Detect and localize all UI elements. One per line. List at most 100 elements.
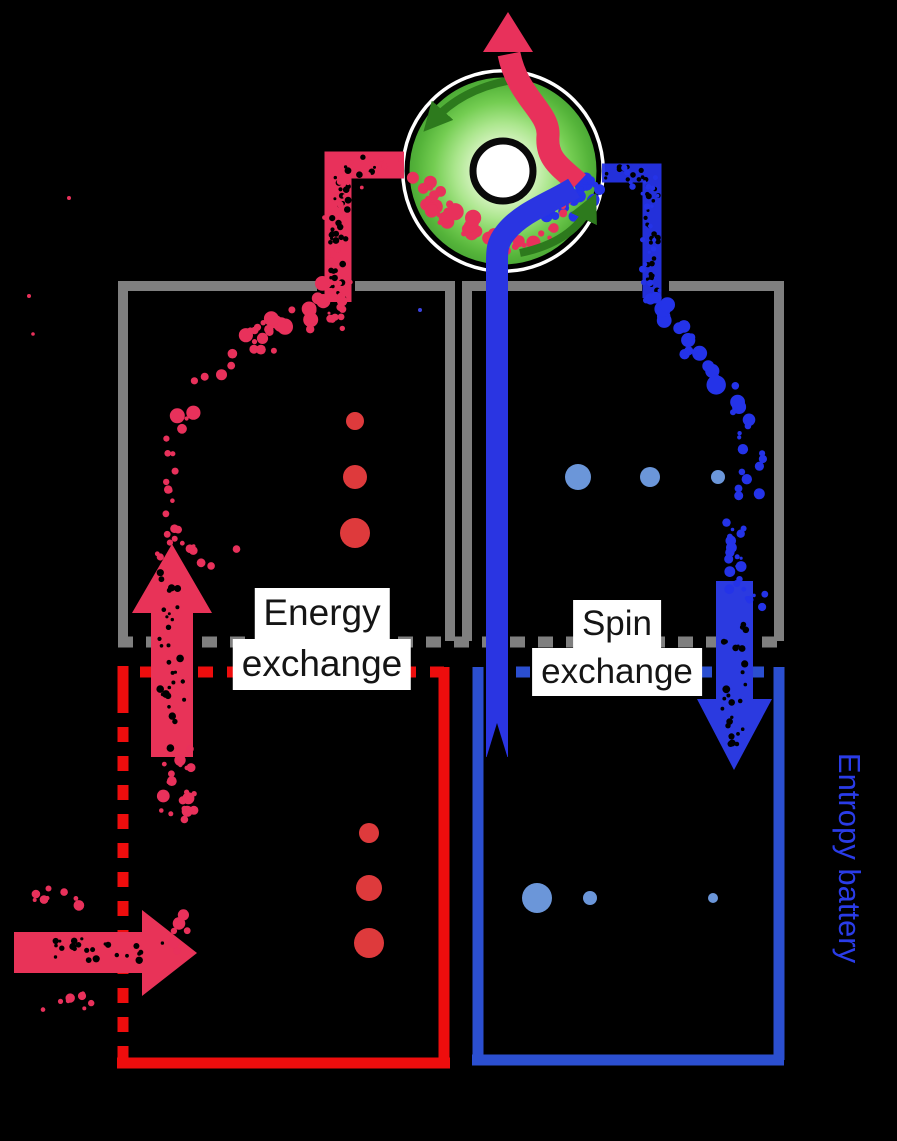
- hot-particle: [327, 251, 331, 256]
- hot-particle: [57, 998, 64, 1005]
- hot-particle: [424, 204, 439, 218]
- hot-particle: [436, 212, 442, 218]
- speckle: [328, 240, 333, 245]
- cold-particle-pipe: [602, 163, 662, 298]
- cold-particle: [742, 413, 756, 427]
- energy-gradient-dot: [346, 412, 364, 430]
- hot-particle: [181, 805, 193, 817]
- speckle: [167, 685, 172, 690]
- speckle: [171, 680, 176, 685]
- energy-gradient-dot: [343, 465, 367, 489]
- hot-particle: [178, 762, 183, 768]
- speckle: [157, 636, 162, 642]
- speckle: [182, 697, 187, 702]
- cold-particle: [706, 375, 726, 395]
- hot-particle: [32, 898, 37, 902]
- hot-particle: [336, 296, 348, 307]
- speckle: [727, 740, 734, 748]
- speckle: [338, 234, 345, 241]
- hot-particle: [216, 369, 227, 381]
- cold-particle: [739, 556, 743, 560]
- spin-gradient-dot: [708, 893, 718, 903]
- speckle: [166, 659, 172, 665]
- speckle: [335, 219, 342, 227]
- cold-particle: [737, 435, 742, 440]
- cold-particle: [655, 193, 660, 198]
- hot-particle: [437, 220, 443, 225]
- hot-particle: [315, 276, 330, 291]
- up-arrow-tail-particles: [156, 745, 199, 824]
- cold-particle: [754, 461, 765, 471]
- hot-particle: [186, 745, 194, 753]
- hot-particle: [334, 246, 341, 253]
- energy-exchange-line2: exchange: [232, 638, 412, 690]
- hot-particle: [306, 325, 315, 334]
- speckle: [333, 175, 337, 180]
- cold-particle: [657, 288, 662, 293]
- hot-particle: [227, 348, 238, 359]
- hot-particle: [238, 328, 253, 343]
- speckle: [59, 945, 65, 951]
- speckle: [645, 191, 650, 197]
- speckle: [103, 942, 107, 946]
- cold-particle: [744, 596, 750, 601]
- energy-gradient-dot: [356, 875, 382, 901]
- hot-particle: [288, 306, 296, 314]
- speckle: [625, 177, 630, 182]
- hot-particle: [170, 927, 178, 935]
- hot-particle: [174, 525, 183, 534]
- cold-particle: [652, 175, 658, 181]
- hot-particle: [168, 811, 174, 817]
- speckle: [646, 209, 650, 212]
- hot-particle: [82, 1006, 87, 1011]
- speckle: [160, 941, 165, 945]
- hot-particle: [232, 545, 241, 553]
- speckle: [645, 277, 650, 281]
- hot-particle: [162, 510, 170, 518]
- hot-particle: [465, 209, 482, 226]
- hot-particle: [183, 927, 191, 935]
- speckle: [329, 215, 336, 222]
- speckle: [138, 949, 144, 955]
- speckle: [732, 644, 739, 652]
- cold-particle: [647, 250, 651, 254]
- speckle: [166, 587, 172, 593]
- hot-particle: [163, 530, 171, 538]
- hot-pipe-speckles: [328, 154, 376, 300]
- right-reservoir-particle-cascade: [644, 291, 768, 501]
- energy-gradient-dot: [354, 928, 384, 958]
- hot-particle: [326, 256, 330, 260]
- cold-particle: [650, 246, 657, 252]
- hot-particle: [342, 194, 347, 199]
- rotor-hub: [469, 137, 537, 205]
- cold-particle: [587, 193, 600, 206]
- input-arrow-speckles: [52, 937, 165, 964]
- hot-particle: [182, 792, 195, 805]
- hot-particle: [159, 808, 164, 813]
- speckle: [114, 952, 120, 958]
- speckle: [343, 236, 349, 242]
- hot-particle: [200, 372, 209, 381]
- speckle: [170, 670, 175, 675]
- speckle: [80, 937, 84, 941]
- ribbon-swallowtail-notch: [486, 723, 508, 759]
- hot-particle: [263, 311, 279, 326]
- hot-particle: [169, 408, 185, 424]
- speckle: [740, 727, 745, 731]
- spin-gradient-dot: [522, 883, 552, 913]
- hot-particle: [156, 553, 164, 561]
- speckle: [726, 718, 733, 725]
- cold-particle: [624, 169, 630, 176]
- hot-particle: [334, 191, 340, 197]
- speckle: [648, 240, 653, 245]
- hot-particle: [180, 815, 189, 824]
- hot-particle: [256, 332, 269, 344]
- gradient-dot-series: [340, 412, 725, 958]
- speckle: [630, 172, 636, 178]
- cold-particle: [731, 382, 740, 390]
- speckle: [720, 638, 727, 645]
- hot-particle: [31, 889, 41, 899]
- hot-particle: [168, 937, 180, 949]
